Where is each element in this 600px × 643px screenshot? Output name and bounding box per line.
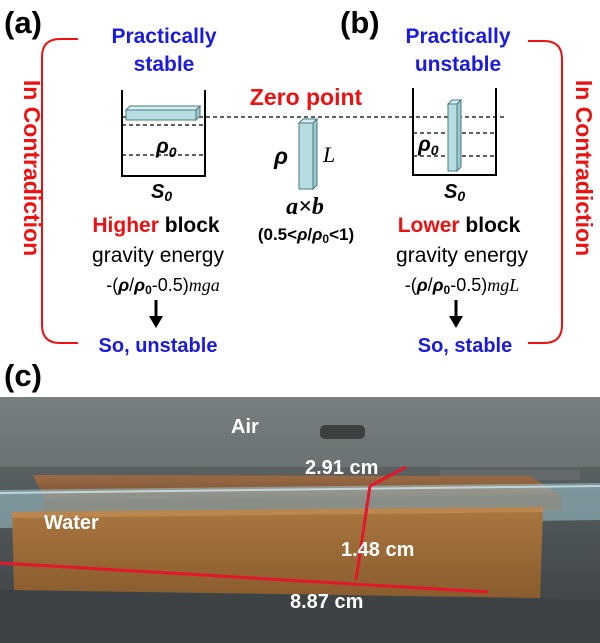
block-horizontal-front <box>125 109 197 121</box>
right-bracket <box>528 40 563 344</box>
air-label: Air <box>231 416 259 438</box>
energy-a-line2: gravity energy <box>92 244 224 267</box>
height-label: 1.48 cm <box>341 539 414 561</box>
header-b-line1: Practically <box>405 25 510 48</box>
length-label: 8.87 cm <box>290 591 363 613</box>
center-rho: ρ <box>273 143 288 169</box>
formula-a: -(ρ/ρ0-0.5)mga <box>106 275 220 297</box>
conclusion-a: So, unstable <box>99 335 218 357</box>
arrow-down-icon <box>149 300 163 328</box>
energy-a-line1: Higher block <box>92 214 220 237</box>
arrow-down-icon <box>449 300 463 328</box>
left-bracket <box>41 38 78 344</box>
s0-label-b: S0 <box>444 181 465 204</box>
right-side-text: In Contradiction <box>571 80 597 256</box>
energy-b-line1: Lower block <box>398 214 521 237</box>
width-label: 2.91 cm <box>305 457 378 479</box>
center-length: L <box>322 142 335 167</box>
header-b-line2: unstable <box>415 53 501 76</box>
container-b <box>412 88 497 176</box>
center-condition: (0.5<ρ/ρ0<1) <box>258 225 354 246</box>
measurement-lines <box>0 465 489 594</box>
container-a <box>121 90 206 177</box>
s0-label-a: S0 <box>151 181 172 204</box>
panel-label-a: (a) <box>4 5 42 40</box>
rho0-label-b: ρ0 <box>417 133 439 158</box>
wood-block-side <box>12 507 543 598</box>
photo <box>0 397 600 643</box>
center-dims: a×b <box>286 194 324 220</box>
conclusion-b: So, stable <box>418 335 512 357</box>
rho0-label-a: ρ0 <box>155 135 177 160</box>
block-vertical-front <box>447 103 458 172</box>
panel-label-c: (c) <box>4 358 42 393</box>
water-label: Water <box>44 512 99 534</box>
center-block <box>297 117 319 191</box>
energy-b-line2: gravity energy <box>396 244 528 267</box>
block-horizontal <box>124 105 202 111</box>
panel-label-b: (b) <box>340 5 380 40</box>
formula-b: -(ρ/ρ0-0.5)mgL <box>405 275 520 297</box>
zero-point-label: Zero point <box>250 84 363 110</box>
header-a-line1: Practically <box>111 25 216 48</box>
header-a-line2: stable <box>134 53 195 76</box>
left-side-text: In Contradiction <box>19 80 45 256</box>
